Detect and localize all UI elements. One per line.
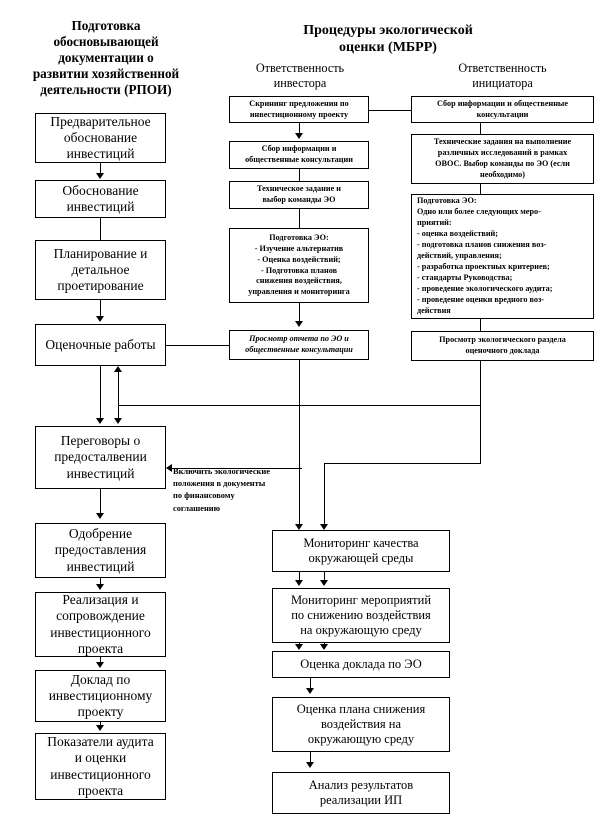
box-label: Оценка доклада по ЭО (300, 657, 422, 671)
arrow-down-icon (320, 524, 328, 530)
arrow-down-icon (306, 762, 314, 768)
box-label: Оценочные работы (45, 336, 156, 352)
connector-line (299, 303, 300, 323)
arrow-down-icon (295, 580, 303, 586)
arrow-down-icon (295, 644, 303, 650)
arrow-down-icon (295, 524, 303, 530)
connector-line (100, 218, 101, 240)
connector-line (369, 110, 412, 111)
connector-line (324, 572, 325, 582)
connector-line (299, 123, 300, 135)
connector-line (480, 123, 481, 134)
box-ea-preparation[interactable]: Подготовка ЭО:- Изучение альтернатив- Оц… (229, 228, 369, 303)
arrow-down-icon (295, 321, 303, 327)
arrow-up-icon (114, 366, 122, 372)
arrow-down-icon (320, 580, 328, 586)
connector-line (299, 169, 300, 181)
arrow-down-icon (295, 133, 303, 139)
connector-line (299, 360, 300, 528)
box-label: Подготовка ЭО:Одно или более следующих м… (417, 196, 553, 315)
box-appraisal-works[interactable]: Оценочные работы (35, 324, 166, 366)
connector-line (299, 572, 300, 582)
connector-line (100, 300, 101, 318)
connector-line (324, 463, 481, 464)
connector-line (100, 163, 101, 175)
arrow-down-icon (96, 513, 104, 519)
arrow-down-icon (320, 644, 328, 650)
connector-line (299, 209, 300, 228)
connector-line (172, 468, 302, 469)
connector-line (324, 463, 325, 528)
connector-line (310, 752, 311, 766)
arrow-down-icon (96, 316, 104, 322)
connector-line (166, 345, 229, 346)
arrow-down-icon (96, 173, 104, 179)
box-ea-preparation-right[interactable]: Подготовка ЭО:Одно или более следующих м… (411, 194, 594, 319)
box-label: Подготовка ЭО:- Изучение альтернатив- Оц… (248, 232, 350, 297)
connector-line (100, 489, 101, 515)
arrow-down-icon (96, 662, 104, 668)
arrow-left-icon (166, 464, 172, 472)
connector-line (100, 722, 101, 727)
connector-line (310, 678, 311, 692)
arrow-down-icon (306, 688, 314, 694)
connector-line (480, 184, 481, 194)
arrow-down-icon (96, 725, 104, 731)
connector-line (480, 319, 481, 331)
connector-line (100, 657, 101, 664)
arrow-down-icon (96, 418, 104, 424)
arrow-down-icon (114, 418, 122, 424)
box-ea-report-assessment[interactable]: Оценка доклада по ЭО (272, 651, 450, 678)
connector-line (100, 578, 101, 586)
arrow-down-icon (96, 584, 104, 590)
connector-line (118, 372, 119, 422)
connector-line (480, 361, 481, 463)
connector-line (100, 366, 101, 420)
